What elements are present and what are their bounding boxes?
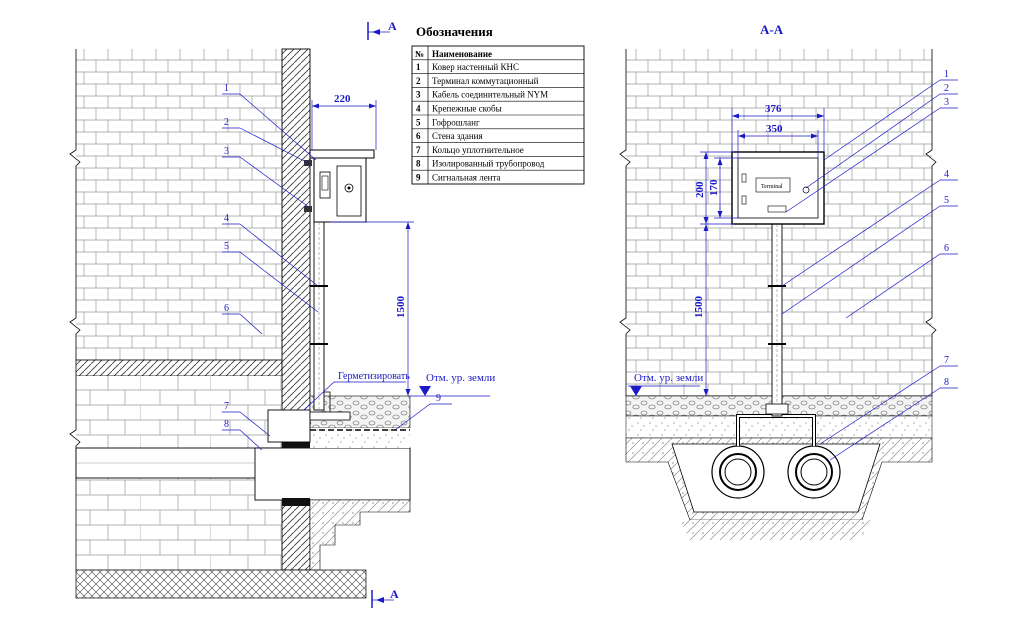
legend-row-num: 1 xyxy=(416,62,421,72)
legend-row-num: 4 xyxy=(416,104,421,114)
callout-9: 9 xyxy=(436,393,441,404)
legend-header-name: Наименование xyxy=(432,49,492,59)
section-mark-bottom: A xyxy=(371,587,399,608)
callout-1: 1 xyxy=(224,83,229,94)
legend-row-name: Крепежные скобы xyxy=(432,104,502,114)
legend-row-num: 6 xyxy=(416,131,421,141)
right-callout-8: 8 xyxy=(944,377,949,388)
svg-text:A: A xyxy=(388,19,397,33)
insulated-pipes xyxy=(711,445,841,499)
legend-row: 4 Крепежные скобы xyxy=(416,104,502,114)
right-callout-5: 5 xyxy=(944,195,949,206)
right-callout-6: 6 xyxy=(944,243,949,254)
left-ground-level-label: Отм. ур. земли xyxy=(426,372,495,384)
callout-8: 8 xyxy=(224,419,229,430)
section-title: А-А xyxy=(760,22,784,37)
brick-wall-basement xyxy=(76,478,282,570)
legend-row-name: Изолированный трубопровод xyxy=(432,159,545,169)
right-ground-level-label: Отм. ур. земли xyxy=(634,372,703,384)
legend-row-name: Кольцо уплотнительное xyxy=(432,145,524,155)
legend-row: 9 Сигнальная лента xyxy=(416,173,501,183)
dim-height-1500-right: 1500 xyxy=(693,296,705,319)
legend-row: 7 Кольцо уплотнительное xyxy=(416,145,524,155)
dim-outer-width: 376 xyxy=(765,103,782,115)
legend-row-num: 7 xyxy=(416,145,421,155)
legend-row: 1 Ковер настенный КНС xyxy=(416,62,519,72)
callout-7: 7 xyxy=(224,401,229,412)
callout-3: 3 xyxy=(224,146,229,157)
wall-cabinet-front: Terminal xyxy=(731,151,825,225)
legend-row-name: Ковер настенный КНС xyxy=(432,62,519,72)
legend-row-name: Гофрошланг xyxy=(432,117,480,127)
svg-text:A: A xyxy=(390,587,399,601)
corrugated-hose xyxy=(313,221,325,411)
legend-row-num: 3 xyxy=(416,90,421,100)
slab xyxy=(75,359,283,377)
legend-row-num: 5 xyxy=(416,117,421,127)
dim-width-220: 220 xyxy=(334,93,351,105)
legend-row-name: Стена здания xyxy=(432,131,483,141)
legend-header-num: № xyxy=(415,49,424,59)
callout-6: 6 xyxy=(224,303,229,314)
wall-cabinet-side xyxy=(304,149,375,223)
legend: Обозначения № Наименование 1 Ковер настен… xyxy=(411,24,585,185)
brick-wall-lower xyxy=(76,376,282,448)
dim-inner-width: 350 xyxy=(766,123,783,135)
callout-4: 4 xyxy=(224,213,229,224)
right-callout-4: 4 xyxy=(944,169,949,180)
legend-row-num: 8 xyxy=(416,159,421,169)
legend-row-name: Сигнальная лента xyxy=(432,173,501,183)
legend-title: Обозначения xyxy=(416,24,493,39)
legend-row: 3 Кабель соединительный NYM xyxy=(416,90,548,100)
legend-row-num: 2 xyxy=(416,76,421,86)
legend-row: 6 Стена здания xyxy=(416,131,483,141)
left-view: Отм. ур. земли Герметизировать 220 1500 … xyxy=(69,19,495,608)
trench xyxy=(671,443,881,513)
right-callout-3: 3 xyxy=(944,97,949,108)
callout-2: 2 xyxy=(224,117,229,128)
dim-height-1500-left: 1500 xyxy=(395,296,407,319)
section-mark-top: A xyxy=(367,19,397,40)
legend-row-name: Кабель соединительный NYM xyxy=(432,90,548,100)
seal-note: Герметизировать xyxy=(338,371,410,382)
legend-row-num: 9 xyxy=(416,173,421,183)
left-callouts: 1 2 3 4 5 6 7 8 9 xyxy=(222,83,452,451)
foundation-soil xyxy=(75,569,367,599)
right-view: А-А xyxy=(619,22,958,540)
dim-outer-height: 200 xyxy=(694,181,706,198)
callout-5: 5 xyxy=(224,241,229,252)
legend-row: 2 Терминал коммутационный xyxy=(416,76,539,86)
right-callout-7: 7 xyxy=(944,355,949,366)
legend-row: 5 Гофрошланг xyxy=(416,117,480,127)
right-callouts: 1 2 3 4 5 6 7 8 xyxy=(781,69,958,461)
dim-inner-height: 170 xyxy=(708,179,720,196)
legend-row-name: Терминал коммутационный xyxy=(432,76,539,86)
legend-row: 8 Изолированный трубопровод xyxy=(416,159,545,169)
brick-wall-upper xyxy=(76,49,282,360)
right-callout-1: 1 xyxy=(944,69,949,80)
right-callout-2: 2 xyxy=(944,83,949,94)
terminal-brand: Terminal xyxy=(761,184,783,190)
